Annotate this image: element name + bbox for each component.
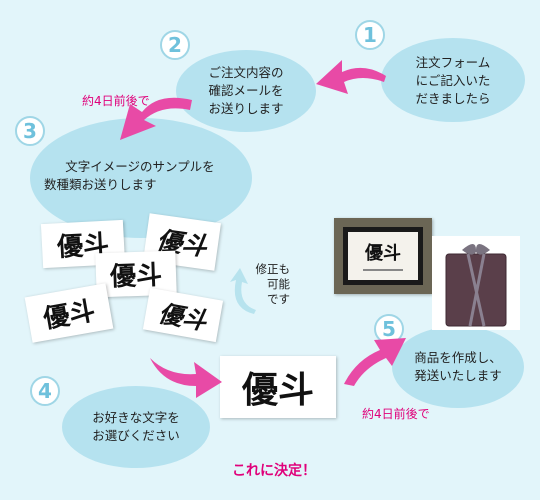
gift-box-photo [432, 236, 520, 330]
step-2-text: ご注文内容の 確認メールを お送りします [176, 64, 316, 118]
step-2-line: ご注文内容の [208, 65, 284, 80]
frame-mat: 優斗 [348, 232, 418, 280]
step-2-line: お送りします [208, 101, 284, 116]
step-1-bubble [381, 38, 525, 122]
revision-note-line: 可能 [267, 277, 290, 291]
step-5-line: 商品を作成し、 [414, 350, 502, 365]
step-3-bubble [30, 118, 252, 238]
step-1-text: 注文フォーム にご記入いた だきましたら [381, 54, 525, 108]
step-2-number: 2 [160, 30, 190, 60]
timing-label-2: 約4日前後で [362, 407, 430, 421]
step-3-line: 数種類お送りします [44, 177, 157, 192]
step-3-number: 3 [15, 116, 45, 146]
sample-calligraphy: 優斗 [156, 298, 209, 336]
arrow-step4-to-step5 [344, 338, 406, 386]
step-1-line: 注文フォーム [415, 55, 491, 70]
frame-border: 優斗 [343, 227, 423, 285]
step-2-bubble [176, 50, 316, 132]
framed-calligraphy: 優斗 [365, 243, 401, 265]
revision-loop-arrow [230, 268, 256, 314]
sample-calligraphy: 優斗 [41, 296, 98, 335]
revision-note-line: 修正も [255, 262, 291, 276]
sample-card-5: 優斗 [142, 287, 224, 343]
arrow-step2-to-step3 [120, 97, 192, 140]
step-4-bubble [62, 386, 210, 468]
gift-box-icon [445, 244, 507, 327]
sample-card-4: 優斗 [24, 283, 114, 343]
framed-small-print [363, 269, 403, 271]
step-1-line: だきましたら [415, 91, 491, 106]
timing-label-1: 約4日前後で [82, 94, 150, 108]
step-4-text: お好きな文字を お選びください [62, 409, 210, 445]
final-decision-label: これに決定！ [232, 463, 316, 479]
step-1-line: にご記入いた [415, 73, 491, 88]
step-3-line: 文字イメージのサンプルを [65, 159, 215, 174]
revision-note-line: です [267, 292, 290, 306]
step-5-line: 発送いたします [414, 368, 502, 383]
step-1-number: 1 [355, 20, 385, 50]
step-4-line: お選びください [92, 428, 180, 443]
sample-calligraphy: 優斗 [109, 260, 163, 293]
step-5-bubble [392, 326, 524, 408]
arrow-step1-to-step2 [316, 60, 386, 94]
step-3-text: 文字イメージのサンプルを 数種類お送りします [42, 158, 238, 194]
arrow-step3-to-step4 [150, 358, 222, 398]
framed-product-photo: 優斗 [334, 218, 432, 294]
step-5-text: 商品を作成し、 発送いたします [392, 349, 524, 385]
step-4-line: お好きな文字を [92, 410, 180, 425]
step-2-line: 確認メールを [208, 83, 284, 98]
chosen-calligraphy: 優斗 [241, 369, 314, 411]
revision-note: 修正も 可能 です [244, 262, 291, 307]
chosen-calligraphy-card: 優斗 [220, 356, 336, 418]
step-4-number: 4 [30, 376, 60, 406]
